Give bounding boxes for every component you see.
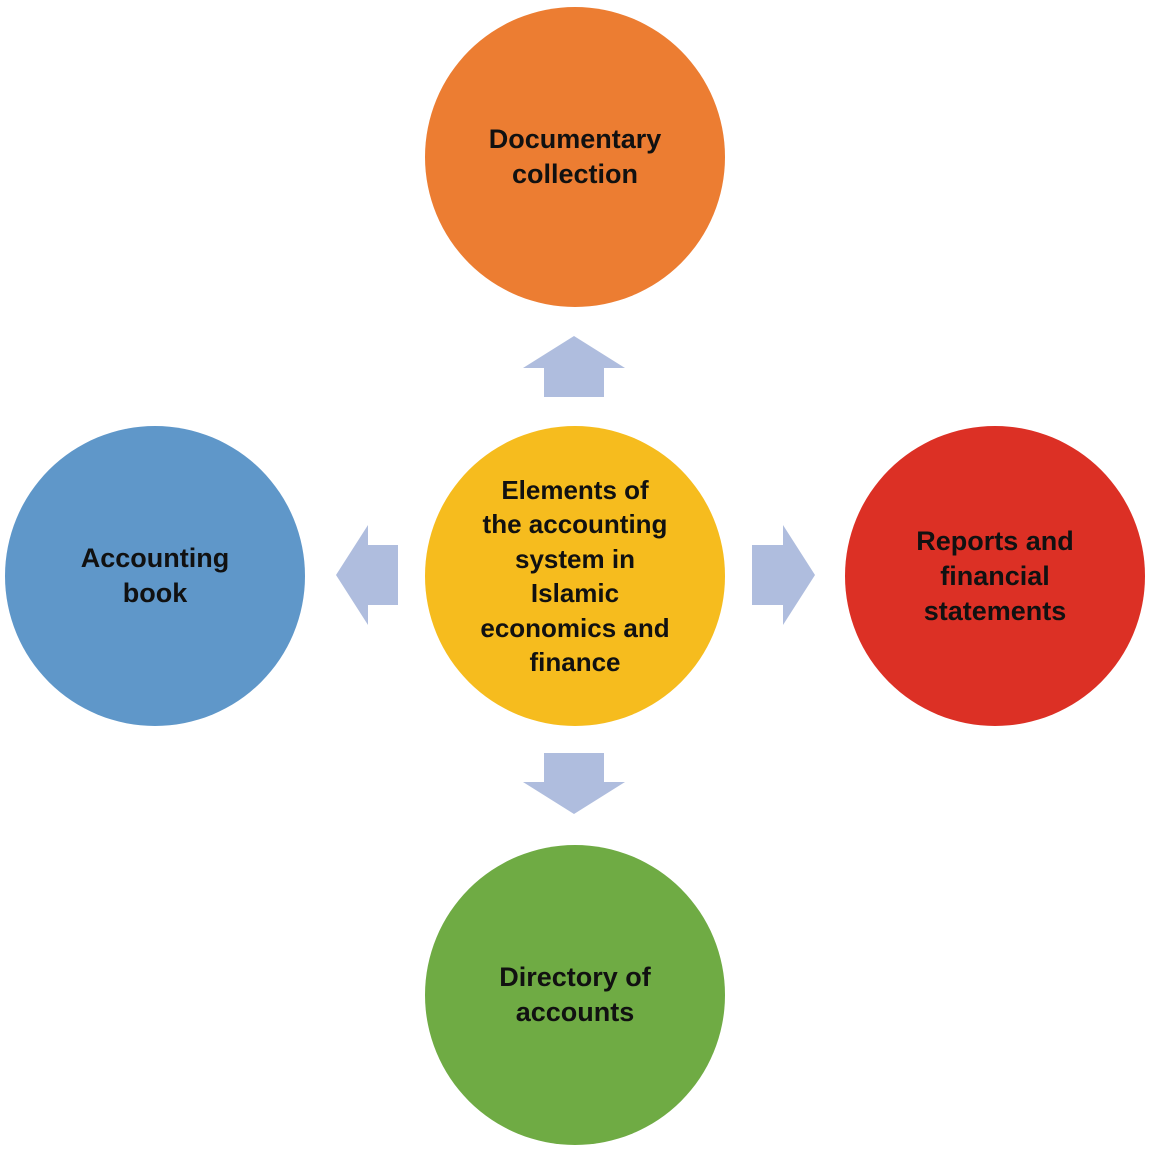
arrow-right-icon xyxy=(752,525,815,625)
node-directory-of-accounts-label: Directory of accounts xyxy=(499,962,651,1027)
node-reports-financial-statements: Reports and financial statements xyxy=(845,426,1145,726)
node-center-elements-label: Elements of the accounting system in Isl… xyxy=(480,474,670,678)
node-reports-financial-statements-label: Reports and financial statements xyxy=(916,525,1074,626)
node-directory-of-accounts: Directory of accounts xyxy=(425,845,725,1145)
node-documentary-collection-label: Documentary collection xyxy=(488,124,662,189)
node-accounting-book: Accounting book xyxy=(5,426,305,726)
arrow-down-icon xyxy=(523,753,625,814)
arrow-left-icon xyxy=(336,525,398,625)
node-center-elements: Elements of the accounting system in Isl… xyxy=(425,426,725,726)
node-accounting-book-label: Accounting book xyxy=(80,543,230,608)
arrow-up-icon xyxy=(523,336,625,397)
node-documentary-collection: Documentary collection xyxy=(425,7,725,307)
